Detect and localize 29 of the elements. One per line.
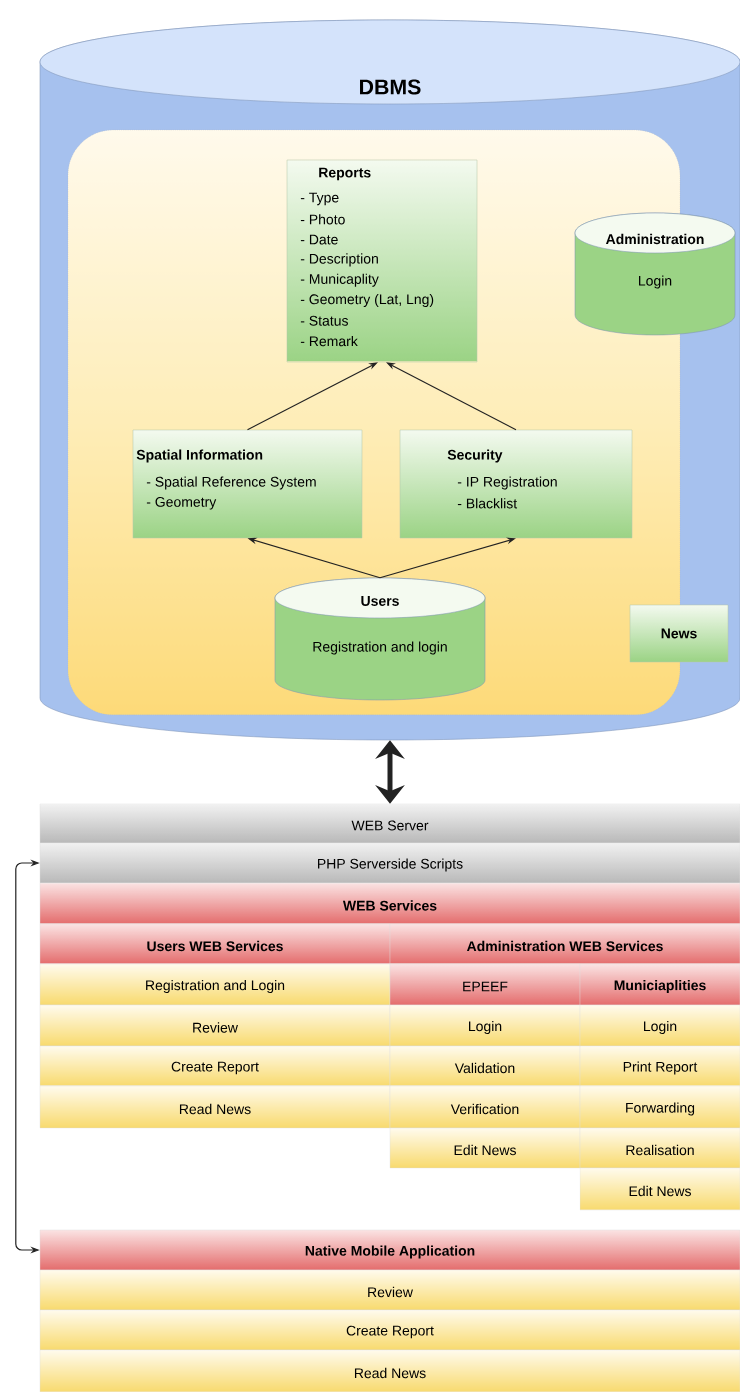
service-band: Validation: [389, 1045, 581, 1087]
header-band: Users WEB Services: [39, 923, 391, 965]
table-box: Spatial Information - Spatial Reference System - Geometry: [132, 429, 363, 539]
service-band: Read News: [39, 1349, 740, 1392]
service-band: Review: [39, 1269, 740, 1311]
service-band: Create Report: [39, 1309, 740, 1351]
header-band: Native Mobile Application: [39, 1229, 740, 1271]
service-band: Create Report: [39, 1045, 391, 1087]
header-band: EPEEF: [389, 963, 581, 1006]
service-band: Realisation: [579, 1127, 740, 1169]
service-band: Edit News: [579, 1167, 740, 1211]
service-band: Forwarding: [579, 1085, 740, 1129]
database-cylinder: Users Registration and login: [274, 577, 486, 701]
service-band: Edit News: [389, 1127, 581, 1169]
service-band: Verification: [389, 1085, 581, 1129]
service-band: Print Report: [579, 1045, 740, 1087]
service-band: Login: [579, 1004, 740, 1047]
service-band: Review: [39, 1004, 391, 1047]
arrow: [246, 362, 378, 431]
database-cylinder: Administration Login: [574, 212, 736, 336]
table-box: News: [629, 604, 729, 663]
service-band: Login: [389, 1004, 581, 1047]
service-band: Registration and Login: [39, 963, 391, 1006]
table-box: Security - IP Registration - Blacklist: [399, 429, 633, 539]
header-band: PHP Serverside Scripts: [39, 842, 740, 884]
table-box: Reports - Type - Photo - Date - Description - Municaplity - Geometry (Lat, Lng) - Status - Remark: [286, 159, 478, 363]
header-band: Municiaplities: [579, 963, 740, 1006]
service-band: Read News: [39, 1085, 391, 1129]
header-band: WEB Server: [39, 803, 740, 844]
